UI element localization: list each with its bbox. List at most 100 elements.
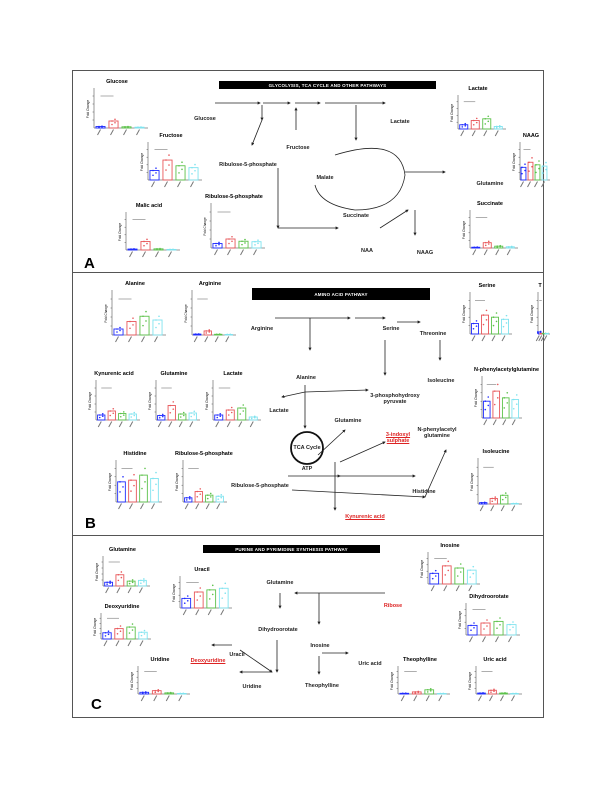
data-point <box>501 498 504 501</box>
axis <box>147 142 202 181</box>
bar <box>126 321 137 336</box>
category-tick-label <box>155 251 159 258</box>
data-point <box>521 172 523 175</box>
category-tick-label <box>227 249 231 256</box>
axis <box>465 603 520 636</box>
data-point <box>221 597 224 599</box>
category-tick-label <box>97 129 101 136</box>
category-tick-label <box>478 695 482 702</box>
data-point <box>188 495 191 498</box>
data-point <box>168 164 170 166</box>
data-point <box>208 329 211 331</box>
chart-title: Glutamine <box>160 371 188 377</box>
category-tick-label <box>469 636 473 643</box>
y-axis-label: Fold Change <box>184 304 188 322</box>
data-point <box>538 167 540 170</box>
data-point <box>495 126 498 129</box>
data-point <box>131 629 134 631</box>
data-point <box>242 404 245 406</box>
data-point <box>179 413 182 415</box>
data-point <box>111 123 113 126</box>
bar <box>251 241 262 249</box>
bar <box>479 502 488 505</box>
data-point <box>499 617 501 619</box>
bar <box>411 691 422 695</box>
data-point <box>142 315 144 318</box>
bar <box>214 333 223 336</box>
data-point <box>475 121 478 124</box>
chart-title: Malic acid <box>135 203 163 209</box>
data-point <box>98 414 101 416</box>
data-point <box>456 567 459 569</box>
chart-title: Kynurenic acid <box>94 371 134 377</box>
bar <box>108 120 119 129</box>
category-tick-label <box>177 181 181 188</box>
data-point <box>155 172 157 174</box>
category-tick-label <box>511 419 516 426</box>
bar <box>175 165 186 181</box>
bar <box>193 333 202 336</box>
bar <box>466 569 477 585</box>
node-histidine: Histidine <box>412 489 436 495</box>
node-glutamine: Glutamine <box>334 418 362 424</box>
data-point <box>545 168 547 171</box>
chart-title: Uridine <box>150 657 170 663</box>
category-tick-label <box>249 421 254 428</box>
data-point <box>539 330 542 333</box>
category-tick-label <box>190 181 194 188</box>
category-tick-label <box>534 181 538 188</box>
data-point <box>109 410 112 412</box>
node-malate: Malate <box>316 175 334 181</box>
data-point <box>505 314 508 317</box>
data-point <box>531 165 533 168</box>
data-point <box>475 320 478 322</box>
chart-title: Ribulose-5-phosphate <box>175 451 233 457</box>
category-tick-label <box>460 130 465 137</box>
bar <box>225 409 235 421</box>
data-point <box>116 627 119 630</box>
data-point <box>165 169 167 171</box>
data-point <box>484 241 487 244</box>
category-tick-label <box>123 129 127 136</box>
data-point <box>464 125 467 127</box>
bar <box>95 126 106 129</box>
axis <box>191 290 236 336</box>
chart-title: N-phenylacetylglutamine <box>474 367 540 373</box>
category-tick-label <box>472 249 477 256</box>
category-tick-label <box>482 636 486 643</box>
data-point <box>131 623 134 625</box>
y-axis-label: Fold Change <box>118 223 122 241</box>
bar <box>138 631 148 640</box>
category-tick-label <box>501 335 506 342</box>
category-tick-label <box>108 421 113 428</box>
data-point <box>130 416 133 418</box>
bar <box>97 414 106 421</box>
data-point <box>141 474 143 476</box>
data-point <box>494 499 497 501</box>
data-point <box>218 333 221 335</box>
bar <box>134 126 145 129</box>
chart-title: Ribulose-5-phosphate <box>205 194 263 200</box>
category-tick-label <box>511 505 516 512</box>
category-tick-label <box>207 609 212 616</box>
data-point <box>196 599 199 601</box>
data-point <box>178 172 180 174</box>
category-tick-label <box>541 181 545 188</box>
data-point <box>122 486 124 488</box>
data-point <box>131 579 134 581</box>
data-point <box>191 166 193 169</box>
data-point <box>401 692 404 695</box>
data-point <box>186 600 189 602</box>
data-point <box>120 576 123 579</box>
data-point <box>130 479 132 481</box>
data-point <box>544 332 547 335</box>
data-point <box>434 569 437 572</box>
data-point <box>439 692 442 695</box>
data-point <box>215 333 218 336</box>
panel-c-frame <box>72 535 544 718</box>
bar <box>218 587 229 609</box>
